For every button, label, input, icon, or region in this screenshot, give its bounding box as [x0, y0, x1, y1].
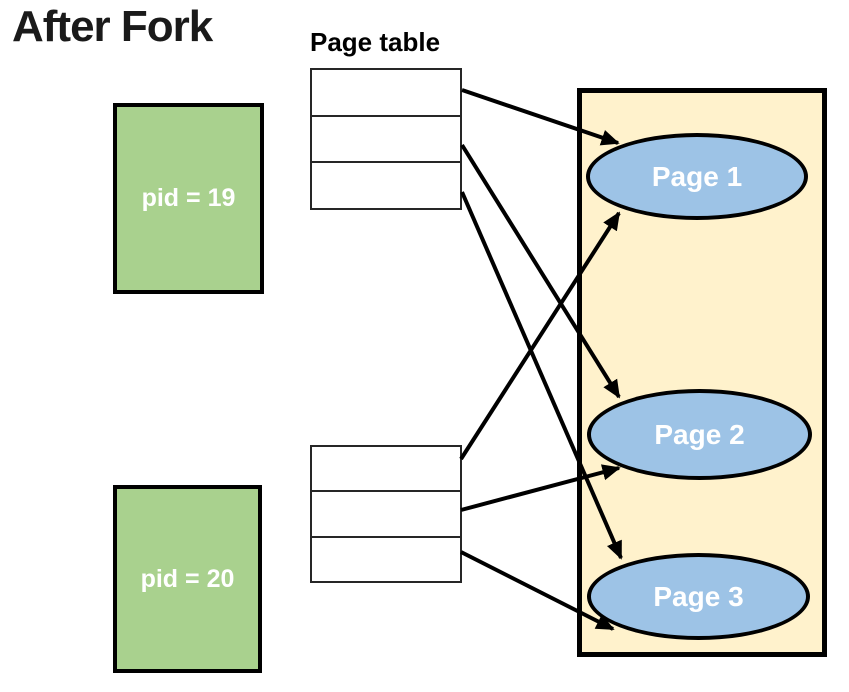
process-box-pid20: pid = 20 [113, 485, 262, 673]
page-table-label: Page table [310, 27, 441, 57]
page-ellipse-2: Page 2 [587, 389, 812, 480]
pid19-label: pid = 19 [141, 184, 236, 212]
page-ellipse-3: Page 3 [587, 553, 810, 640]
page-table-row [312, 116, 460, 164]
page-table-row [312, 70, 460, 117]
page2-label: Page 2 [654, 418, 745, 450]
page1-label: Page 1 [651, 160, 743, 192]
page-table-row [312, 492, 460, 538]
diagram-title: After Fork [12, 2, 213, 51]
page-ellipse-1: Page 1 [586, 133, 808, 220]
page3-label: Page 3 [653, 580, 744, 612]
process-box-pid19: pid = 19 [113, 103, 264, 294]
pid20-label: pid = 20 [140, 564, 235, 593]
page-table-pid20 [310, 445, 462, 583]
page-table-pid19 [310, 68, 462, 210]
page-table-row [312, 537, 460, 581]
page-table-row [312, 163, 460, 209]
page-table-row [312, 447, 460, 493]
